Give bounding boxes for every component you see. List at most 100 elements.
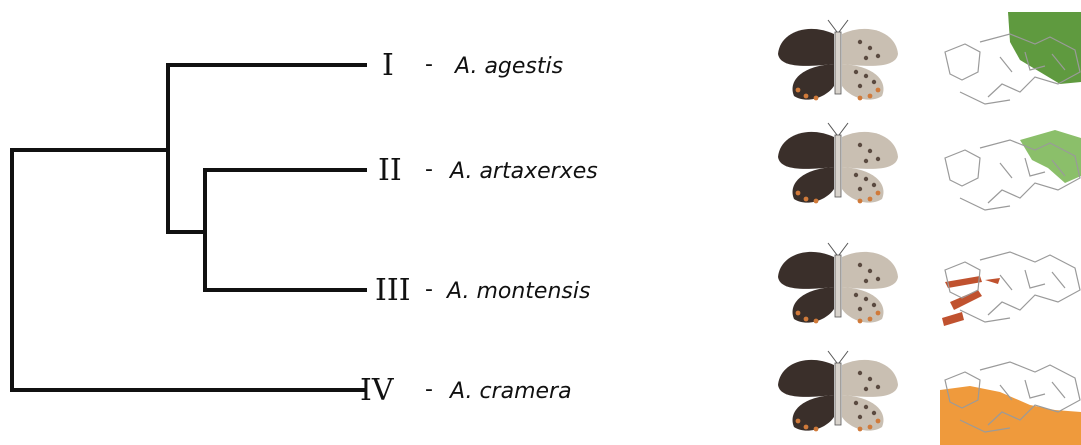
orange-lunule: [857, 318, 863, 324]
map-coastline: [959, 309, 1011, 323]
map-border: [999, 53, 1066, 73]
wing-spot: [857, 306, 863, 312]
orange-lunule: [857, 426, 863, 432]
clade-numeral: IV: [360, 373, 395, 408]
clade-numeral: II: [378, 153, 402, 188]
species-name: A. montensis: [445, 279, 590, 304]
hindwing-upper: [792, 64, 834, 100]
wing-spot: [853, 400, 859, 406]
orange-lunule: [867, 93, 873, 99]
map-coastline: [959, 197, 1011, 211]
antenna: [827, 350, 838, 364]
wing-spot: [863, 278, 869, 284]
map-coastline: [979, 139, 1081, 204]
wing-spot: [857, 142, 863, 148]
wing-spot: [875, 53, 881, 59]
forewing-upper: [778, 251, 834, 289]
orange-lunule: [857, 198, 863, 204]
butterfly-body: [834, 254, 842, 318]
separator-dash: -: [425, 277, 433, 302]
hindwing-under: [842, 287, 884, 323]
antenna: [827, 122, 838, 136]
clade-numeral: III: [375, 273, 411, 308]
map-border: [1024, 379, 1046, 399]
antenna: [838, 122, 849, 136]
orange-lunule: [795, 87, 801, 93]
distribution-maps: [940, 12, 1081, 445]
wing-spot: [857, 39, 863, 45]
wing-spot: [871, 410, 877, 416]
hindwing-upper: [792, 287, 834, 323]
wing-spot: [863, 158, 869, 164]
range-area: [942, 312, 964, 326]
orange-lunule: [803, 316, 809, 322]
orange-lunule: [867, 196, 873, 202]
species-name: A. artaxerxes: [448, 159, 598, 184]
wing-spot: [867, 45, 873, 51]
hindwing-under: [842, 64, 884, 100]
map-coastline: [979, 33, 1081, 98]
wing-spot: [853, 292, 859, 298]
orange-lunule: [803, 196, 809, 202]
map-border: [1024, 51, 1046, 71]
orange-lunule: [795, 190, 801, 196]
antenna: [838, 19, 849, 33]
orange-lunule: [875, 418, 881, 424]
wing-spot: [857, 414, 863, 420]
wing-spot: [871, 182, 877, 188]
taxon-label: IV-A. cramera: [360, 373, 572, 408]
range-area: [945, 276, 982, 288]
orange-lunule: [795, 310, 801, 316]
taxon-label: III-A. montensis: [375, 273, 590, 308]
forewing-upper: [778, 131, 834, 169]
range-area: [950, 290, 982, 310]
butterfly-image: [778, 122, 898, 204]
separator-dash: -: [425, 157, 433, 182]
range-area: [985, 278, 1000, 284]
map-border: [999, 271, 1066, 291]
phylogenetic-tree: [10, 63, 367, 392]
butterfly-image: [778, 350, 898, 432]
taxon-label: I-A. agestis: [382, 48, 563, 83]
orange-lunule: [813, 426, 819, 432]
distribution-map: [942, 251, 1081, 326]
map-border: [999, 381, 1066, 401]
map-coastline: [944, 371, 981, 409]
wing-spot: [863, 73, 869, 79]
species-name: A. cramera: [448, 379, 572, 404]
range-area: [1008, 12, 1081, 84]
orange-lunule: [875, 310, 881, 316]
wing-spot: [863, 386, 869, 392]
orange-lunule: [857, 95, 863, 101]
wing-spot: [863, 296, 869, 302]
antenna: [827, 242, 838, 256]
butterfly-image: [778, 19, 898, 101]
wing-spot: [875, 156, 881, 162]
orange-lunule: [867, 424, 873, 430]
map-coastline: [944, 149, 981, 187]
forewing-upper: [778, 28, 834, 66]
orange-lunule: [803, 424, 809, 430]
butterfly-body: [834, 31, 842, 95]
wing-spot: [853, 69, 859, 75]
wing-spot: [871, 79, 877, 85]
wing-spot: [863, 55, 869, 61]
map-border: [999, 159, 1066, 179]
antenna: [827, 19, 838, 33]
hindwing-under: [842, 167, 884, 203]
hindwing-upper: [792, 395, 834, 431]
wing-spot: [863, 176, 869, 182]
wing-spot: [867, 268, 873, 274]
wing-spot: [867, 376, 873, 382]
map-coastline: [959, 91, 1011, 105]
wing-spot: [875, 384, 881, 390]
orange-lunule: [795, 418, 801, 424]
map-coastline: [959, 419, 1011, 433]
orange-lunule: [813, 318, 819, 324]
map-coastline: [979, 251, 1081, 316]
species-name: A. agestis: [453, 54, 563, 79]
wing-spot: [863, 404, 869, 410]
map-border: [1024, 157, 1046, 177]
wing-spot: [857, 186, 863, 192]
